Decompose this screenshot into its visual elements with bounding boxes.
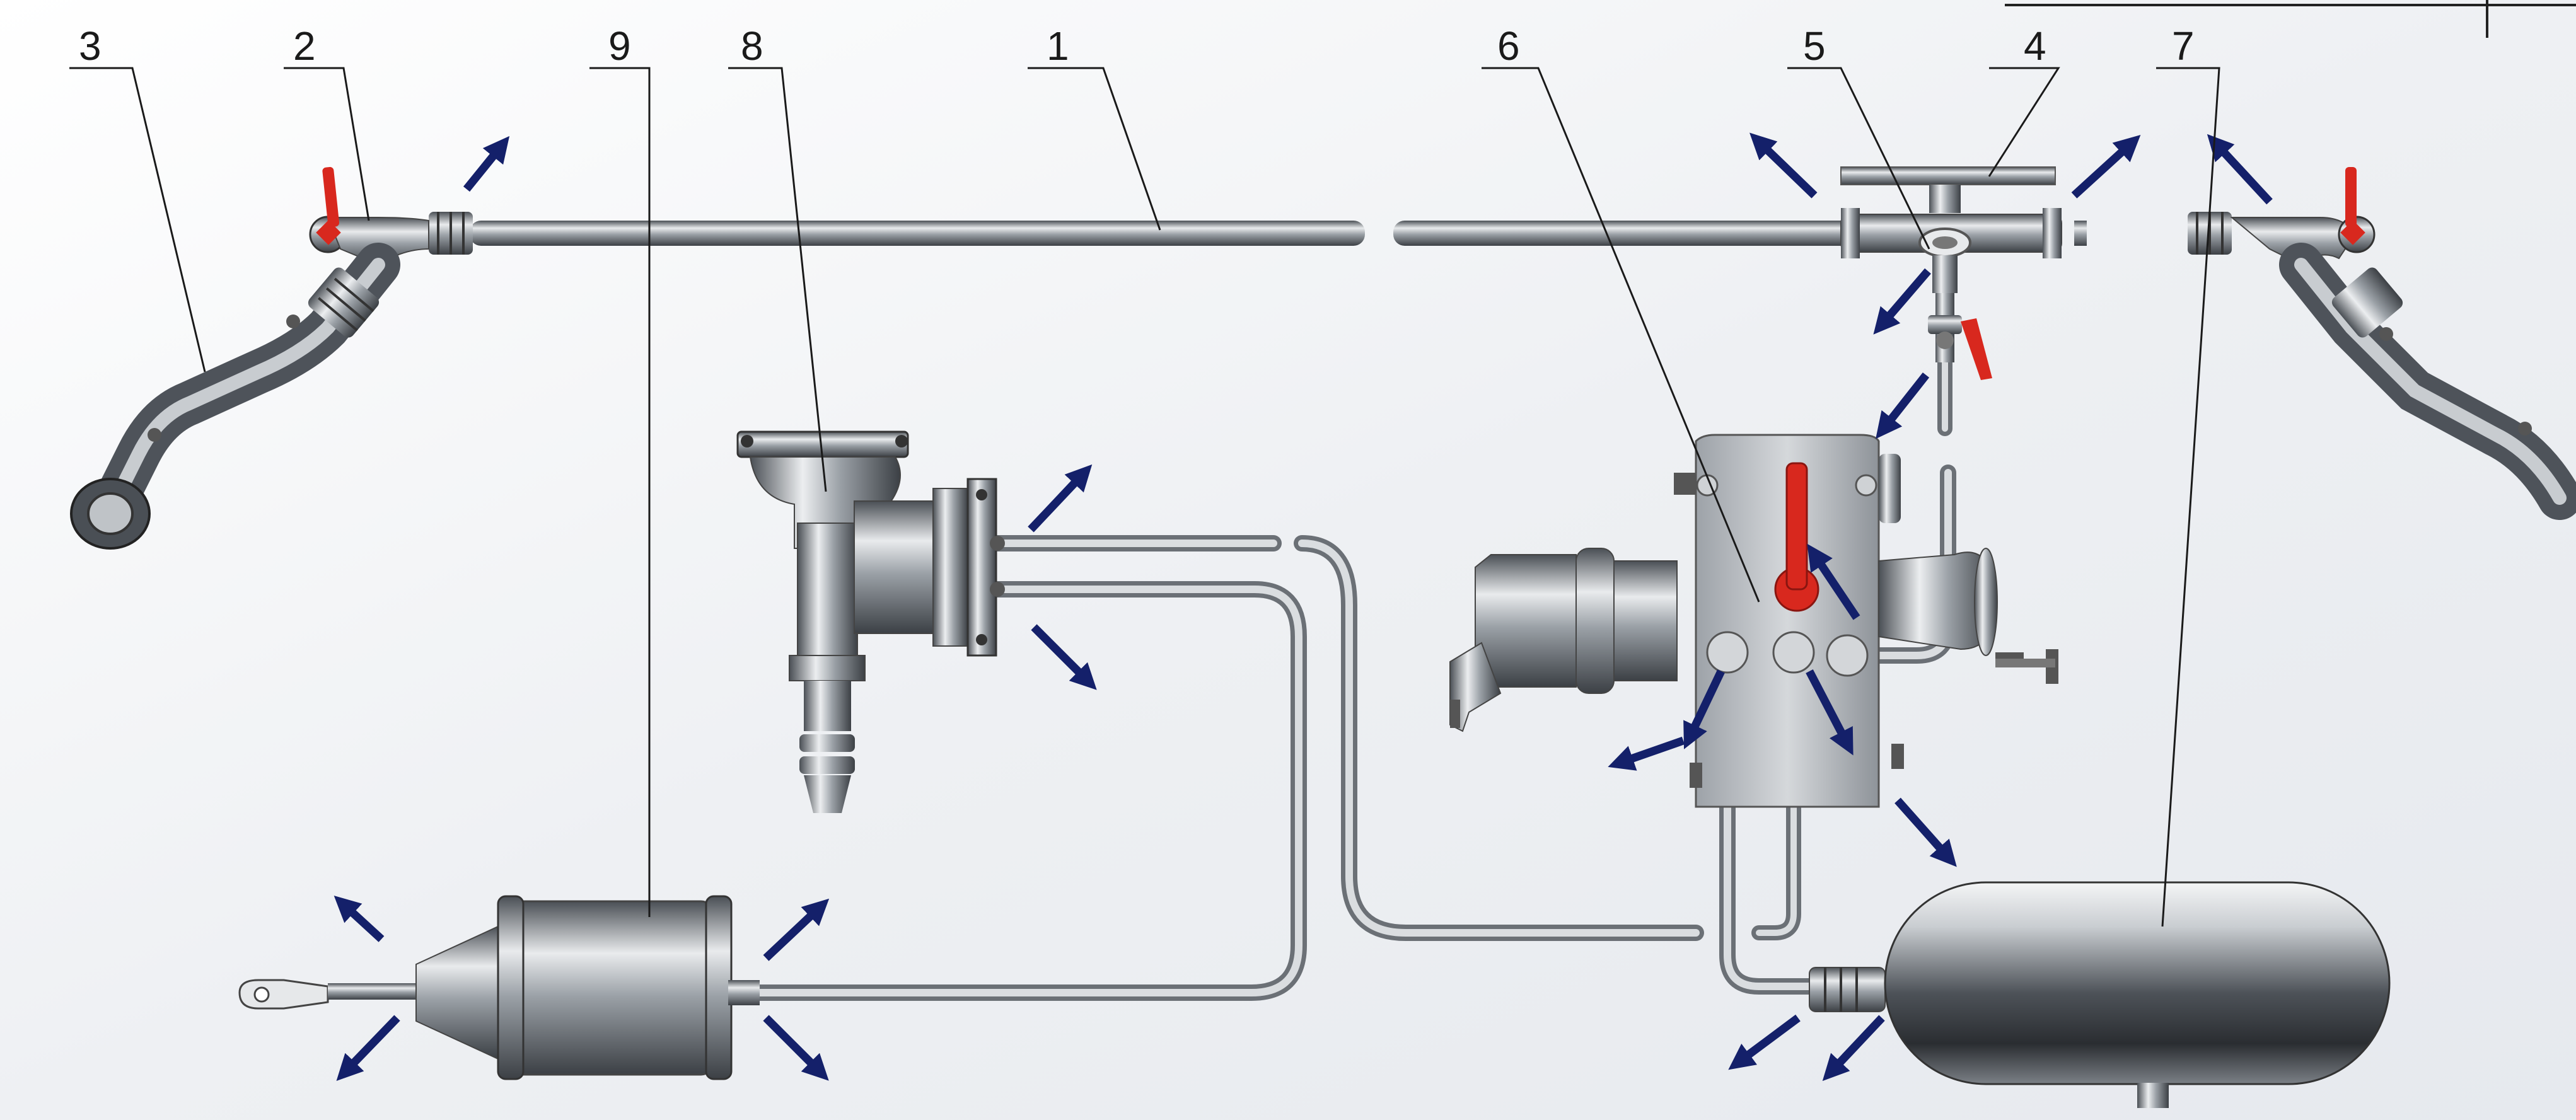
- callout-4: 4: [2024, 23, 2046, 69]
- flow-arrow: [1822, 1015, 1885, 1082]
- flow-arrow: [1873, 268, 1931, 335]
- flow-arrow: [2071, 134, 2141, 199]
- flow-arrow: [763, 898, 830, 961]
- flow-arrow: [1876, 372, 1930, 439]
- dust-collector-valve: [1928, 293, 1992, 380]
- air-reservoir: [1809, 881, 2391, 1108]
- leader-lines: [69, 67, 2220, 927]
- tee-fitting: [1840, 166, 2087, 293]
- flow-arrow: [1749, 132, 1818, 199]
- flow-arrow: [1806, 669, 1854, 756]
- flow-arrow: [1807, 543, 1860, 620]
- callout-9: 9: [608, 23, 631, 69]
- callout-labels: 3 2 9 8 1 6 5 4 7: [79, 23, 2195, 69]
- callout-6: 6: [1497, 23, 1520, 69]
- flow-arrow: [1683, 669, 1725, 749]
- main-brake-line: [429, 212, 1866, 255]
- callout-2: 2: [293, 23, 316, 69]
- brake-hose-left: [70, 243, 400, 550]
- flow-arrow: [1608, 736, 1685, 771]
- flow-arrow: [763, 1015, 829, 1081]
- brake-cylinder: [238, 895, 760, 1080]
- end-cock-right: [2188, 167, 2576, 520]
- flow-arrow: [1031, 624, 1097, 690]
- flow-arrow: [1028, 464, 1093, 533]
- flow-arrow: [334, 895, 385, 942]
- callout-7: 7: [2172, 23, 2195, 69]
- flow-arrows: [334, 132, 2273, 1082]
- callout-3: 3: [79, 23, 102, 69]
- callout-1: 1: [1047, 23, 1069, 69]
- callout-5: 5: [1803, 23, 1826, 69]
- flow-arrow: [1894, 797, 1957, 867]
- flow-arrow: [1728, 1014, 1801, 1070]
- flow-arrow: [2207, 134, 2273, 205]
- thin-pipes: [748, 345, 1956, 1001]
- callout-8: 8: [741, 23, 763, 69]
- flow-arrow: [463, 136, 510, 192]
- flow-arrow: [336, 1015, 400, 1081]
- component-8: [736, 430, 1005, 813]
- end-cock-left: [309, 166, 429, 266]
